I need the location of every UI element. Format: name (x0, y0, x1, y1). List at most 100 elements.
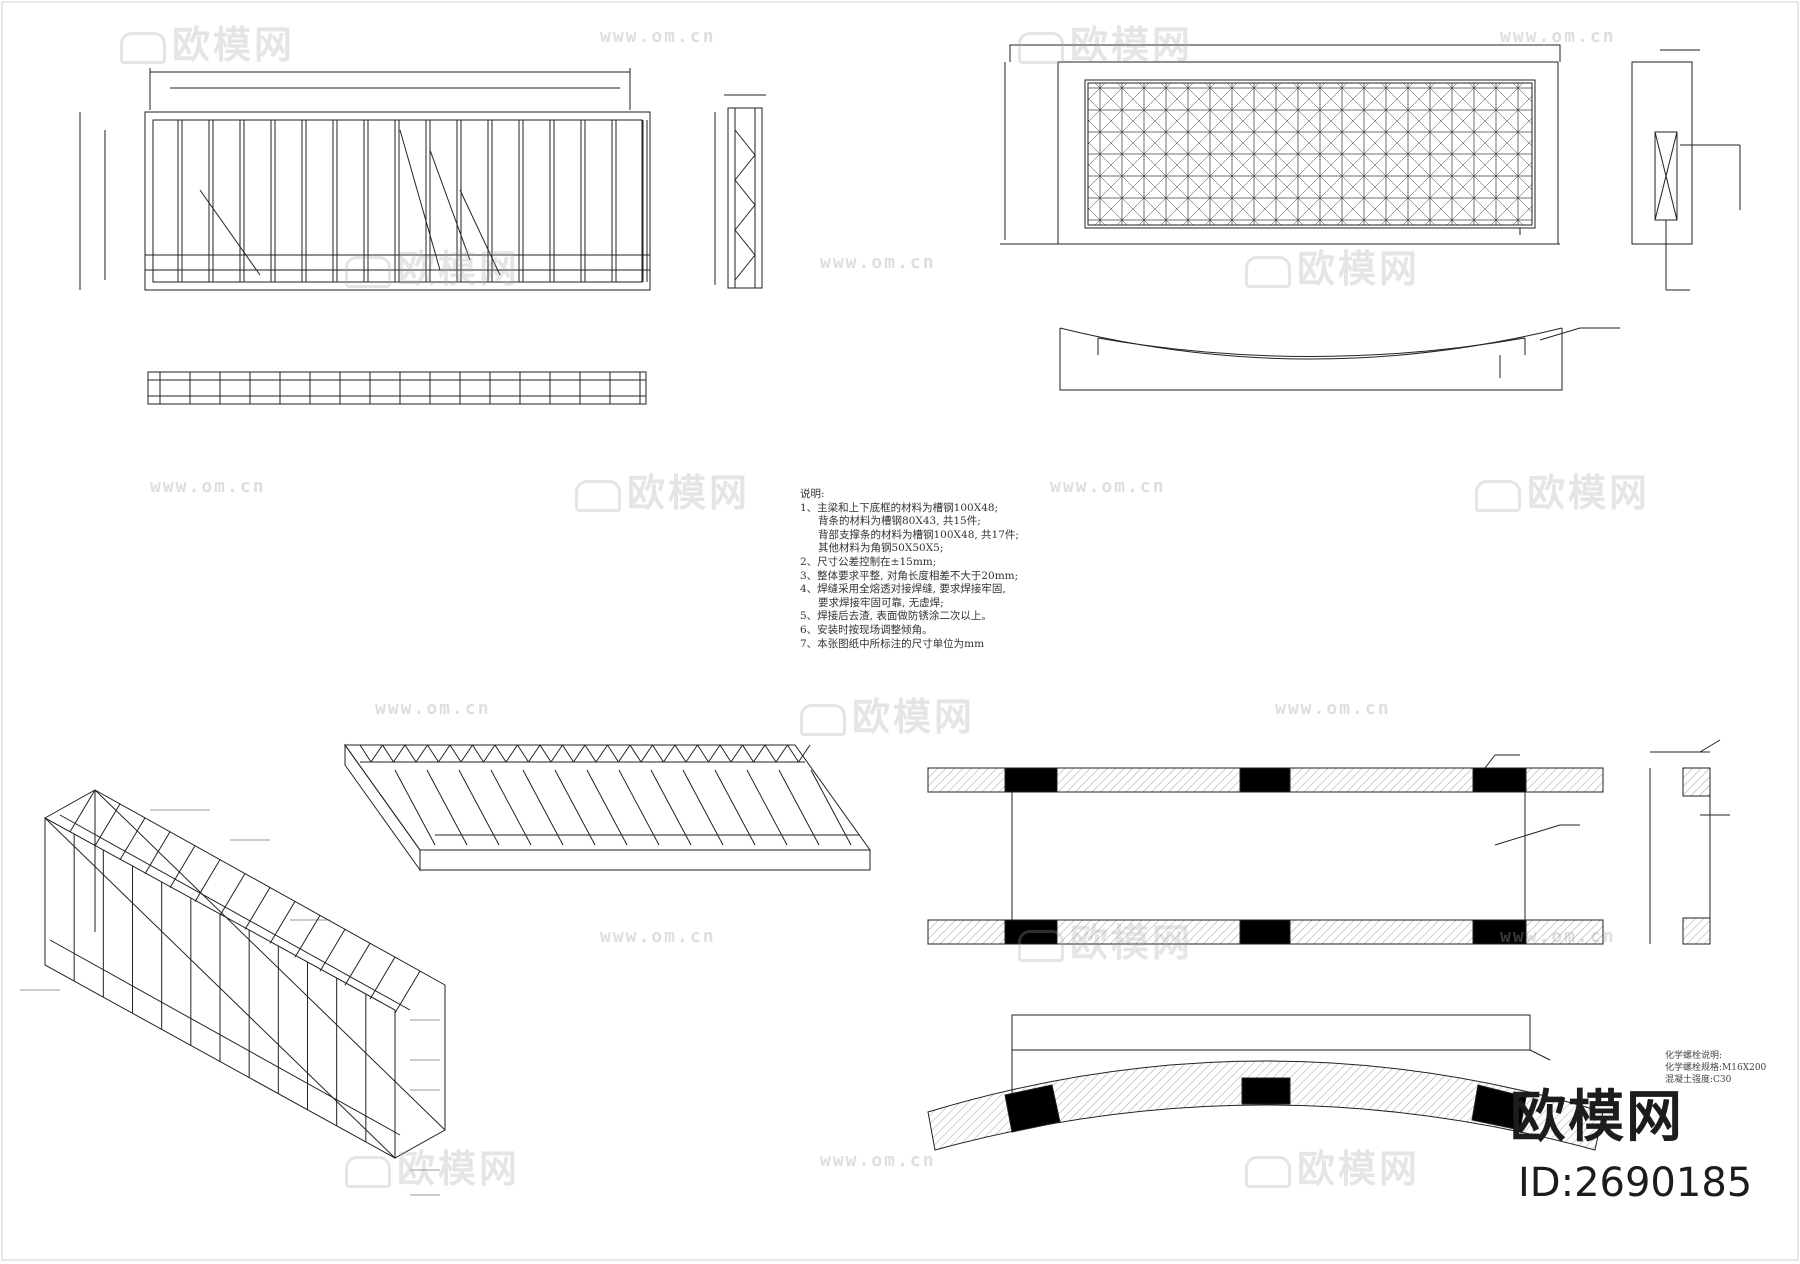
box-truss-web (438, 744, 451, 763)
box-diagonal-member (714, 769, 756, 846)
box-truss-web (730, 744, 743, 763)
brand-name: 欧模网 (1510, 1085, 1684, 1150)
iso-truss-web (294, 915, 321, 958)
box-diagonal-member (426, 769, 468, 846)
box-diagonal-member (394, 769, 436, 846)
spec-line: 混凝土强度:C30 (1665, 1075, 1732, 1085)
box-diagonal-member (586, 769, 628, 846)
box-truss-web (697, 744, 709, 763)
box-truss-web (517, 744, 529, 763)
iso-truss-web (119, 817, 146, 861)
iso-truss-web (219, 873, 246, 916)
foundation-plan (927, 754, 1604, 945)
box-truss-web (528, 744, 541, 763)
isometric-truss-box (344, 743, 871, 872)
box-diagonal-member (778, 769, 820, 846)
box-truss-web (427, 744, 439, 763)
notes-line: 背条的材料为槽钢80X43, 共15件; (818, 515, 981, 528)
box-truss-web (640, 744, 653, 763)
box-truss-web (629, 744, 642, 763)
iso-truss-web (269, 901, 296, 944)
box-truss-web (652, 744, 664, 763)
box-diagonal-member (490, 769, 532, 846)
box-truss-web (584, 744, 597, 763)
spec-line: 化学螺栓说明: (1665, 1051, 1723, 1061)
notes-line: 6、安装时按现场调整倾角。 (800, 623, 933, 636)
notes-line: 2、尺寸公差控制在±15mm; (800, 555, 937, 568)
iso-truss-web (69, 789, 96, 833)
box-truss-web (382, 744, 394, 763)
box-truss-web (719, 744, 732, 763)
box-truss-web (562, 744, 574, 763)
footing-detail (1649, 739, 1730, 945)
notes-line: 5、焊接后去渣, 表面做防锈涂二次以上。 (800, 610, 992, 623)
iso-truss-web (394, 970, 421, 1014)
iso-truss-web (244, 887, 271, 930)
curved-plan (1059, 327, 1620, 391)
box-truss-web (370, 744, 383, 763)
box-truss-web (404, 744, 417, 763)
iso-truss-web (194, 859, 221, 902)
box-truss-web (539, 744, 552, 763)
box-truss-web (787, 744, 799, 763)
box-truss-web (494, 744, 507, 763)
box-truss-web (618, 744, 631, 763)
frame-side-section (714, 94, 766, 289)
box-diagonal-member (618, 769, 660, 846)
notes-title: 说明: (800, 488, 825, 500)
notes-line: 其他材料为角钢50X50X5; (818, 542, 944, 555)
box-truss-web (742, 744, 754, 763)
box-diagonal-member (650, 769, 692, 846)
anchor-bolt-spec: 化学螺栓说明: 化学螺栓规格:M16X200 混凝土强度:C30 (1665, 1050, 1766, 1086)
notes-line: 要求焊接牢固可靠, 无虚焊; (818, 596, 944, 609)
box-truss-web (359, 744, 372, 763)
box-diagonal-member (682, 769, 724, 846)
notes-line: 3、整体要求平整, 对角长度相差不大于20mm; (800, 569, 1019, 582)
construction-notes: 说明: 1、主梁和上下底框的材料为槽钢100X48; 背条的材料为槽钢80X43… (800, 488, 1100, 651)
box-truss-web (573, 744, 586, 763)
box-diagonal-member (810, 769, 852, 846)
box-truss-web (663, 744, 676, 763)
iso-truss-web (369, 956, 396, 1000)
box-truss-web (685, 744, 698, 763)
box-truss-web (708, 744, 721, 763)
iso-truss-web (319, 929, 346, 972)
box-truss-web (753, 744, 766, 763)
frame-front-elevation (79, 68, 651, 291)
box-truss-web (607, 744, 619, 763)
box-diagonal-member (458, 769, 500, 846)
notes-line: 7、本张图纸中所标注的尺寸单位为mm (800, 637, 985, 650)
box-truss-web (595, 744, 608, 763)
box-truss-web (415, 744, 428, 763)
box-truss-web (505, 744, 518, 763)
iso-truss-web (344, 942, 371, 986)
notes-line: 背部支撑条的材料为槽钢100X48, 共17件; (818, 528, 1019, 541)
brand-id: ID:2690185 (1518, 1160, 1753, 1206)
notes-line: 1、主梁和上下底框的材料为槽钢100X48; (800, 501, 999, 514)
isometric-frame-view (44, 789, 446, 1159)
iso-truss-web (144, 831, 171, 874)
iso-truss-web (169, 845, 196, 888)
box-truss-web (674, 744, 687, 763)
box-diagonal-member (746, 769, 788, 846)
box-truss-web (393, 744, 406, 763)
box-truss-web (460, 744, 473, 763)
box-truss-web (764, 744, 777, 763)
notes-line: 4、焊缝采用全熔透对接焊缝, 要求焊接牢固, (800, 583, 1006, 596)
frame-plan-view (147, 371, 647, 405)
box-diagonal-member (554, 769, 596, 846)
facade-side (1631, 49, 1741, 291)
box-truss-web (449, 744, 462, 763)
spec-line: 化学螺栓规格:M16X200 (1665, 1063, 1767, 1073)
facade-elevation (1000, 44, 1561, 245)
curved-foundation (927, 1014, 1604, 1151)
box-truss-web (483, 744, 496, 763)
box-truss-web (550, 744, 563, 763)
iso-truss-web (94, 803, 121, 847)
box-truss-web (775, 744, 788, 763)
box-truss-web (472, 744, 484, 763)
box-diagonal-member (522, 769, 564, 846)
box-truss-web (798, 744, 811, 763)
